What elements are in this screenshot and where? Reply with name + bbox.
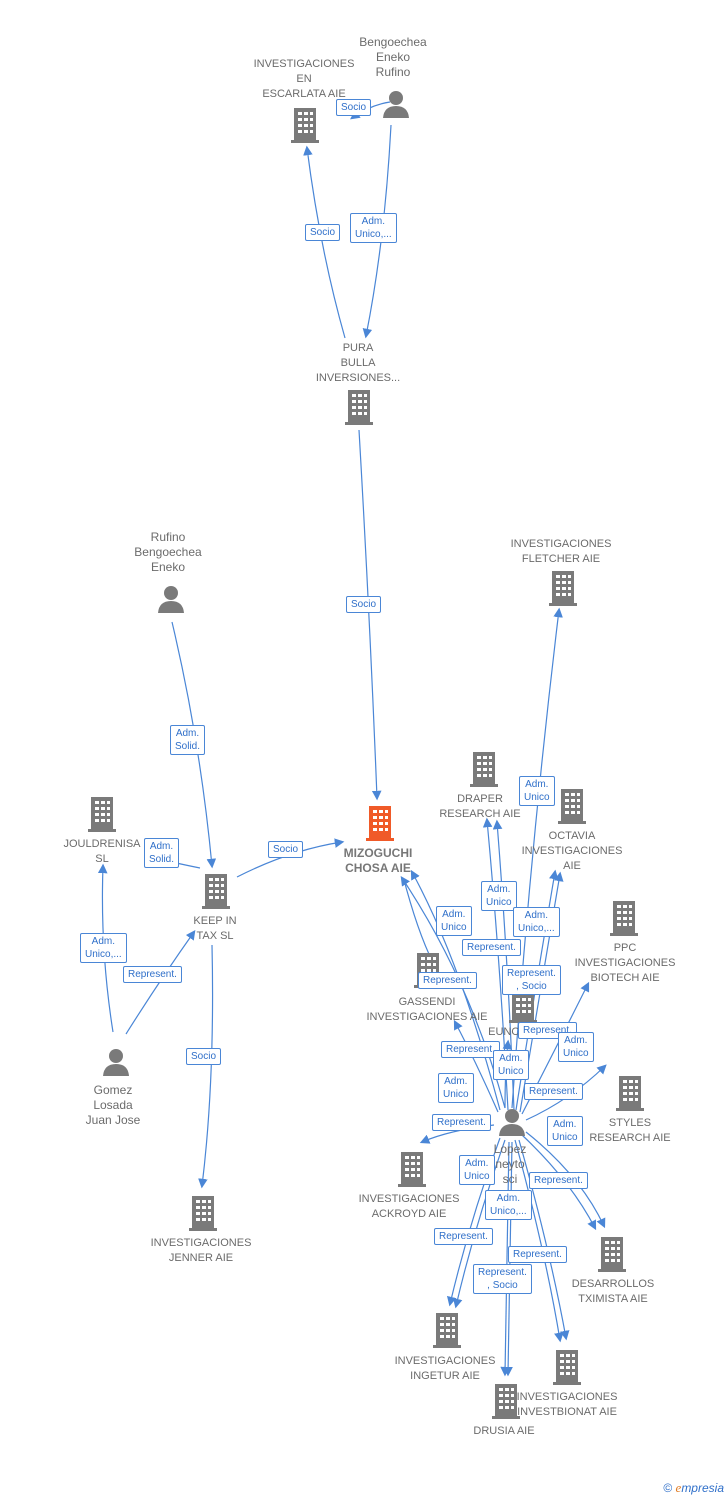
node-label-octavia[interactable]: OCTAVIA INVESTIGACIONES AIE: [521, 830, 623, 872]
edge-lopez-gassendi: [453, 1019, 499, 1113]
node-label-bengoechea-top[interactable]: Bengoechea Eneko Rufino: [359, 35, 427, 79]
node-label-styles[interactable]: STYLES RESEARCH AIE: [589, 1117, 671, 1144]
edge-label-adm-unico[interactable]: Adm. Unico: [438, 1073, 474, 1103]
edge-lopez-investbionat-2: [518, 1139, 570, 1341]
edge-lopez-investbionat-1: [514, 1139, 564, 1343]
edge-label-adm-unico[interactable]: Adm. Unico: [493, 1050, 529, 1080]
node-label-lopez[interactable]: Lopez neyto sci: [493, 1142, 527, 1186]
building-icon-jenner: [189, 1196, 217, 1236]
building-icon-pura-bulla: [345, 390, 373, 430]
building-icon-keepin: [202, 874, 230, 914]
node-label-ingetur[interactable]: INVESTIGACIONES INGETUR AIE: [394, 1355, 496, 1382]
building-icon-octavia: [558, 789, 586, 829]
person-icon-lopez: [498, 1108, 526, 1141]
node-label-investbionat[interactable]: INVESTIGACIONES INVESTBIONAT AIE: [516, 1391, 618, 1418]
edge-label-adm-solid[interactable]: Adm. Solid.: [170, 725, 206, 755]
edge-label-adm-unico[interactable]: Adm. Unico,...: [350, 213, 397, 243]
node-label-desarrollos[interactable]: DESARROLLOS TXIMISTA AIE: [571, 1278, 655, 1305]
brand-logo-text: mpresia: [681, 1481, 724, 1495]
building-icon-investbionat: [553, 1350, 581, 1390]
edge-label-socio[interactable]: Socio: [186, 1048, 222, 1065]
building-icon-ingetur: [433, 1313, 461, 1353]
node-label-jenner[interactable]: INVESTIGACIONES JENNER AIE: [150, 1237, 252, 1264]
person-icon-gomez: [102, 1048, 130, 1081]
edge-label-represent[interactable]: Represent.: [462, 939, 521, 956]
edge-lopez-ingetur-2: [452, 1139, 506, 1309]
edge-label-socio[interactable]: Socio: [305, 224, 341, 241]
edge-label-represent[interactable]: Represent.: [123, 966, 182, 983]
building-icon-mizoguchi: [366, 806, 394, 846]
edge-label-adm-unico[interactable]: Adm. Unico,...: [513, 907, 560, 937]
building-icon-fletcher: [549, 571, 577, 611]
node-label-gassendi[interactable]: GASSENDI INVESTIGACIONES AIE: [366, 996, 488, 1023]
node-label-pura-bulla[interactable]: PURA BULLA INVERSIONES...: [315, 342, 401, 384]
edge-label-represent[interactable]: Represent.: [441, 1041, 500, 1058]
edge-label-represent[interactable]: Represent.: [418, 972, 477, 989]
brand-footer[interactable]: © empresia: [663, 1480, 724, 1496]
brand-logo-e: e: [675, 1480, 682, 1495]
edge-label-adm-unico[interactable]: Adm. Unico: [459, 1155, 495, 1185]
building-icon-ackroyd: [398, 1152, 426, 1192]
node-label-keepin[interactable]: KEEP IN TAX SL: [193, 915, 237, 942]
edge-keepin-jenner: [198, 944, 214, 1189]
node-label-ppc[interactable]: PPC INVESTIGACIONES BIOTECH AIE: [574, 942, 676, 984]
edge-label-adm-unico[interactable]: Adm. Unico,...: [485, 1190, 532, 1220]
person-icon-bengoechea-top: [382, 90, 410, 123]
node-label-fletcher[interactable]: INVESTIGACIONES FLETCHER AIE: [510, 538, 612, 565]
edge-label-adm-unico[interactable]: Adm. Unico: [519, 776, 555, 806]
node-label-ackroyd[interactable]: INVESTIGACIONES ACKROYD AIE: [358, 1193, 460, 1220]
node-label-gomez[interactable]: Gomez Losada Juan Jose: [85, 1083, 141, 1127]
edge-label-socio[interactable]: Socio: [268, 841, 304, 858]
building-icon-escarlata: [291, 108, 319, 148]
edge-label-represent-socio[interactable]: Represent. , Socio: [473, 1264, 532, 1294]
edge-gomez-keepin: [125, 930, 196, 1035]
building-icon-ppc: [610, 901, 638, 941]
edge-label-represent[interactable]: Represent.: [508, 1246, 567, 1263]
edge-lopez-fletcher: [511, 607, 563, 1109]
edge-label-socio[interactable]: Socio: [336, 99, 372, 116]
node-label-rufino[interactable]: Rufino Bengoechea Eneko: [134, 530, 202, 574]
building-icon-drusia: [492, 1384, 520, 1424]
edge-label-represent[interactable]: Represent.: [434, 1228, 493, 1245]
edge-label-adm-unico[interactable]: Adm. Unico: [436, 906, 472, 936]
person-icon-rufino: [157, 585, 185, 618]
edge-lopez-drusia-1: [500, 1141, 510, 1377]
node-label-euno[interactable]: EUNO: [488, 1026, 520, 1038]
copyright-symbol: ©: [663, 1481, 673, 1495]
building-icon-jouldrenisa: [88, 797, 116, 837]
edge-label-adm-unico[interactable]: Adm. Unico: [547, 1116, 583, 1146]
edge-label-represent[interactable]: Represent.: [432, 1114, 491, 1131]
edge-pura-mizoguchi: [358, 429, 382, 801]
edge-label-adm-unico[interactable]: Adm. Unico: [481, 881, 517, 911]
building-icon-styles: [616, 1076, 644, 1116]
edge-label-socio[interactable]: Socio: [346, 596, 382, 613]
node-label-drusia[interactable]: DRUSIA AIE: [473, 1425, 535, 1437]
edge-label-represent[interactable]: Represent.: [529, 1172, 588, 1189]
edge-label-adm-solid[interactable]: Adm. Solid.: [144, 838, 180, 868]
edge-label-adm-unico[interactable]: Adm. Unico,...: [80, 933, 127, 963]
edge-pura-escarlata: [303, 145, 346, 339]
node-label-jouldrenisa[interactable]: JOULDRENISA SL: [63, 838, 141, 865]
building-icon-desarrollos: [598, 1237, 626, 1277]
edge-label-represent-socio[interactable]: Represent. , Socio: [502, 965, 561, 995]
node-label-draper[interactable]: DRAPER RESEARCH AIE: [439, 793, 521, 820]
node-label-escarlata[interactable]: INVESTIGACIONES EN ESCARLATA AIE: [253, 58, 355, 100]
edge-label-adm-unico[interactable]: Adm. Unico: [558, 1032, 594, 1062]
building-icon-draper: [470, 752, 498, 792]
node-label-mizoguchi[interactable]: MIZOGUCHI CHOSA AIE: [343, 846, 413, 875]
building-icon-euno: [509, 988, 537, 1028]
edge-label-represent[interactable]: Represent.: [524, 1083, 583, 1100]
